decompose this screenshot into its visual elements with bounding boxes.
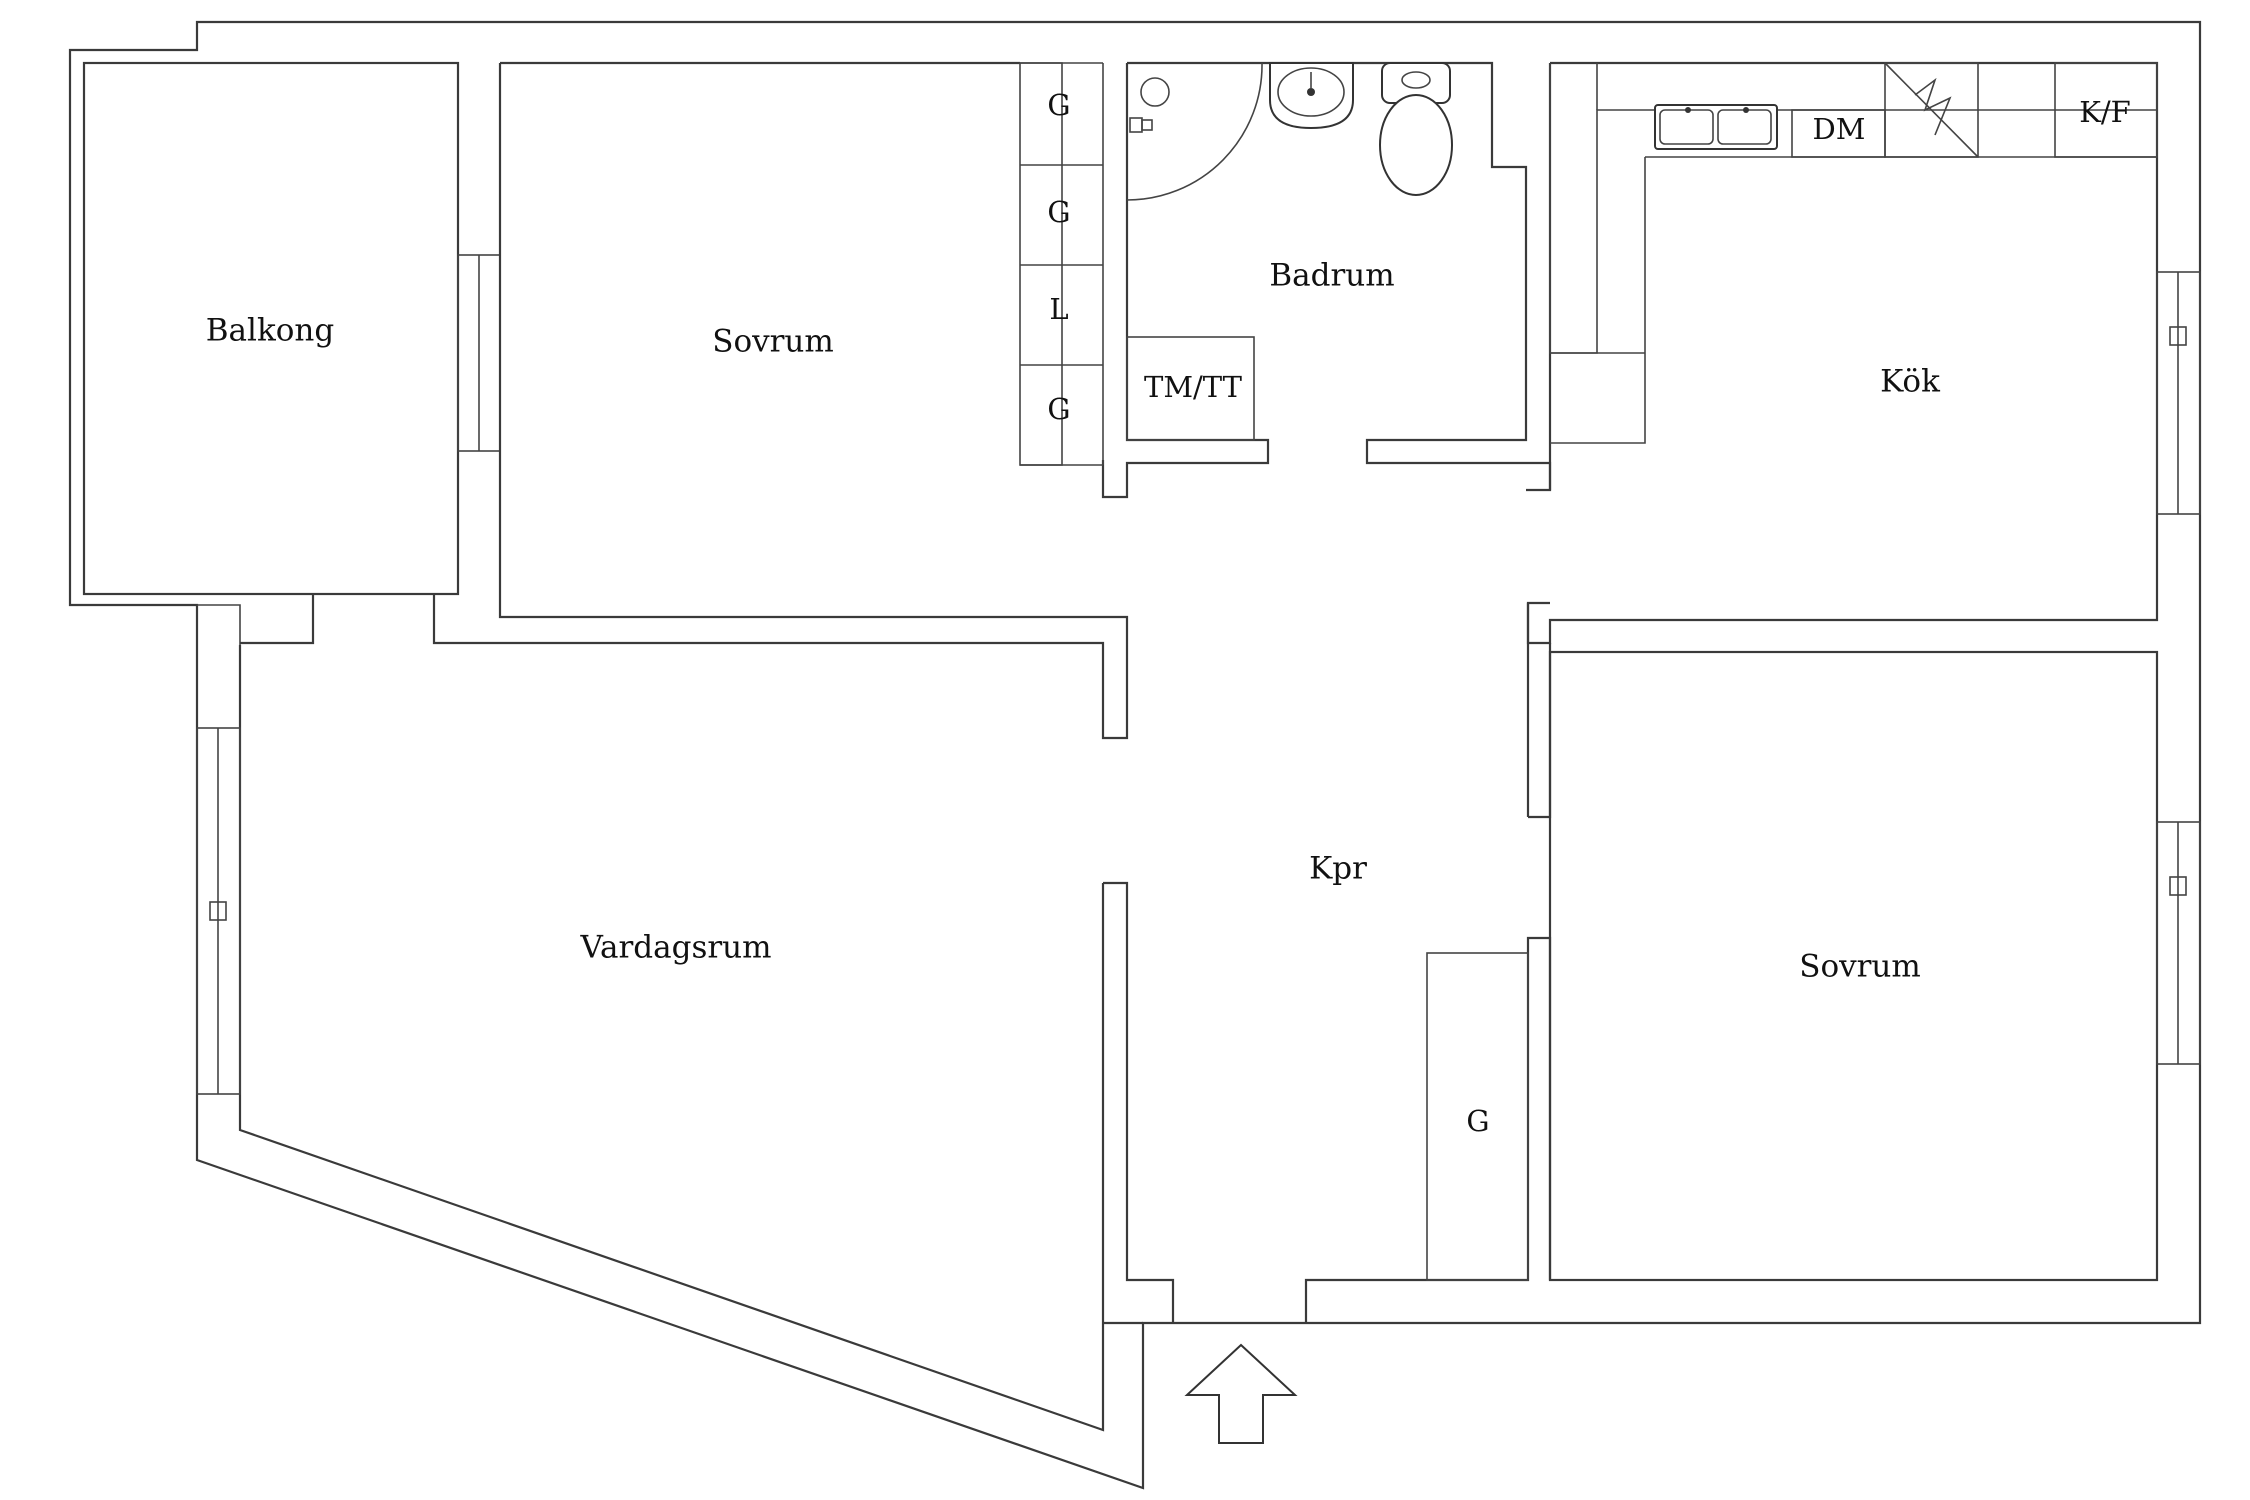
closet-label-g3: G [1047,392,1070,426]
outer-walls [68,20,2202,1490]
room-label-sovrum-bottom: Sovrum [1799,949,1921,985]
bedroom-bottom-walls [1548,650,2201,1282]
closet-label-g1: G [1047,88,1070,122]
room-label-kpr: Kpr [1309,851,1367,887]
room-label-balkong: Balkong [206,313,334,349]
kitchen [1526,61,2201,645]
appliance-label-kf: K/F [2079,95,2131,129]
room-label-sovrum-top: Sovrum [712,324,834,360]
entrance-arrow-icon [1184,1343,1298,1444]
room-label-vardagsrum: Vardagsrum [579,930,771,966]
closet-labels: G G L G G [1047,88,1489,1138]
room-label-badrum: Badrum [1269,258,1394,294]
room-label-kok: Kök [1880,364,1940,400]
living-room-window [196,727,241,1095]
hallway-walls [1103,603,1552,1325]
bathroom [1126,61,1552,492]
appliance-label-tm-tt: TM/TT [1144,370,1243,404]
appliance-labels: TM/TT DM K/F [1144,95,2131,404]
room-labels: Balkong Sovrum Badrum Kök Vardagsrum Kpr… [206,258,1940,985]
closet-label-hall-g: G [1466,1104,1489,1138]
bedroom-top-walls [240,61,1270,740]
wardrobes [1019,62,1104,466]
closet-label-l: L [1049,292,1068,326]
closet-label-g2: G [1047,195,1070,229]
appliance-label-dm: DM [1813,112,1866,146]
